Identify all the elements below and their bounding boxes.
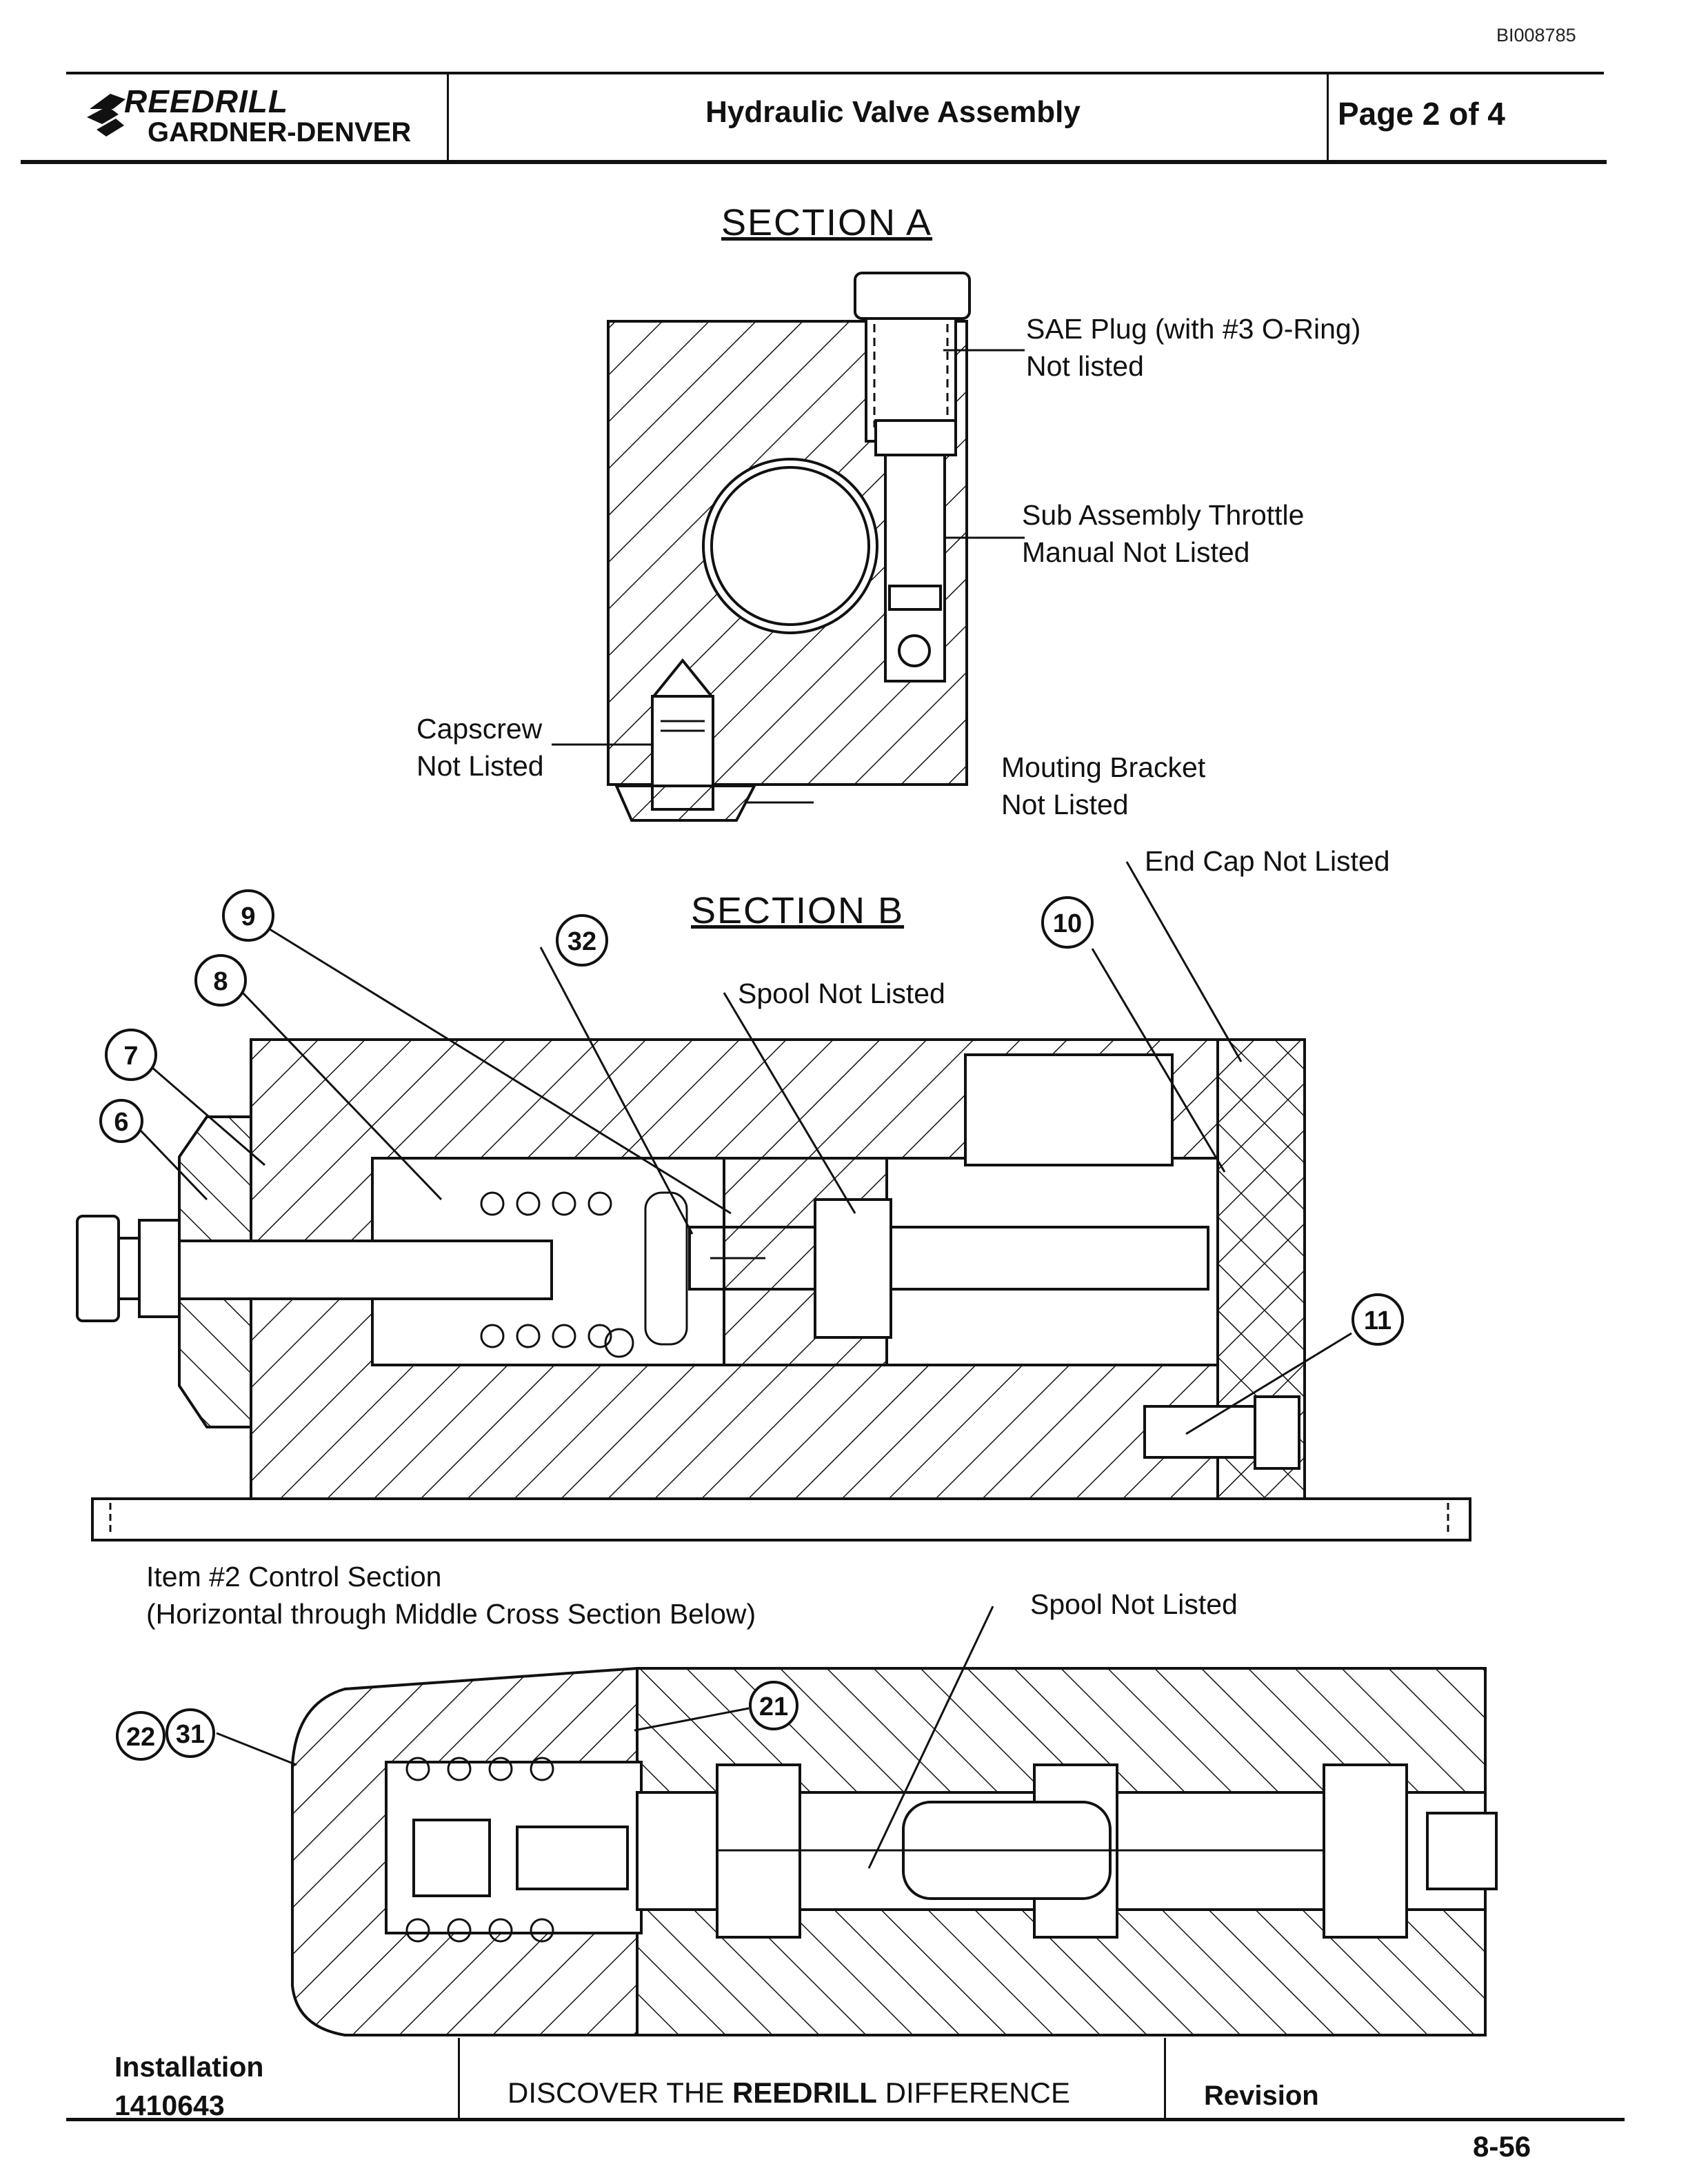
label-throttle: Sub Assembly Throttle Manual Not Listed bbox=[1022, 499, 1305, 568]
slogan-pre: DISCOVER THE bbox=[508, 2076, 732, 2109]
document-title: Hydraulic Valve Assembly bbox=[705, 95, 1081, 129]
control-section-callouts bbox=[116, 1681, 798, 1761]
label-sae-plug: SAE Plug (with #3 O-Ring) Not listed bbox=[1026, 313, 1361, 382]
header-bottom-rule bbox=[21, 160, 1607, 164]
section-b-drawing bbox=[76, 861, 1471, 1541]
footer-revision: Revision bbox=[1204, 2081, 1319, 2111]
callout-8: 8 bbox=[213, 967, 228, 996]
callout-9: 9 bbox=[241, 902, 255, 931]
brand-reedrill: REEDRILL bbox=[124, 83, 288, 119]
section-b-callouts bbox=[99, 889, 1404, 1346]
callout-9-circle bbox=[222, 889, 274, 942]
section-a-title: SECTION A bbox=[721, 202, 933, 243]
page-indicator: Page 2 of 4 bbox=[1338, 96, 1505, 132]
callout-10: 10 bbox=[1053, 909, 1082, 938]
reedrill-logo-icon bbox=[87, 94, 125, 136]
footer-installation: Installation 1410643 bbox=[114, 2048, 263, 2125]
section-b-title: SECTION B bbox=[691, 890, 905, 931]
header-divider-2 bbox=[1327, 73, 1329, 161]
footer-divider-1 bbox=[458, 2038, 460, 2119]
label-spool-b: Spool Not Listed bbox=[738, 978, 945, 1009]
callout-21: 21 bbox=[759, 1692, 788, 1721]
callout-6-circle bbox=[99, 1099, 143, 1143]
section-a-drawing bbox=[552, 272, 1025, 822]
label-capscrew: Capscrew Not Listed bbox=[416, 713, 544, 782]
callout-32-circle bbox=[556, 914, 608, 967]
footer-slogan: DISCOVER THE REEDRILL DIFFERENCE bbox=[508, 2076, 1070, 2110]
installation-number: 1410643 bbox=[114, 2090, 225, 2121]
installation-label: Installation bbox=[114, 2051, 264, 2083]
callout-31-circle bbox=[165, 1708, 215, 1758]
control-section-caption: Item #2 Control Section (Horizontal thro… bbox=[146, 1561, 756, 1630]
label-spool-control: Spool Not Listed bbox=[1030, 1588, 1238, 1620]
slogan-brand: REEDRILL bbox=[732, 2076, 877, 2109]
label-end-cap: End Cap Not Listed bbox=[1145, 845, 1390, 877]
callout-11-circle bbox=[1352, 1293, 1404, 1346]
header-top-rule bbox=[66, 72, 1604, 74]
callout-10-circle bbox=[1041, 896, 1094, 949]
document-id: BI008785 bbox=[1496, 25, 1576, 46]
slogan-post: DIFFERENCE bbox=[876, 2076, 1070, 2109]
callout-7: 7 bbox=[123, 1042, 138, 1071]
control-section-drawing bbox=[216, 1606, 1498, 2036]
brand-gardner-denver: GARDNER-DENVER bbox=[148, 117, 412, 148]
label-mounting-bracket: Mouting Bracket Not Listed bbox=[1001, 751, 1206, 820]
header-divider-1 bbox=[447, 73, 449, 161]
callout-8-circle bbox=[194, 954, 247, 1007]
callout-22: 22 bbox=[126, 1723, 155, 1752]
callout-22-circle bbox=[116, 1711, 165, 1761]
callout-11: 11 bbox=[1364, 1306, 1391, 1335]
footer-rule bbox=[66, 2118, 1625, 2121]
callout-21-circle bbox=[749, 1681, 798, 1730]
callout-7-circle bbox=[105, 1029, 157, 1081]
callout-31: 31 bbox=[176, 1720, 205, 1749]
footer-page-number: 8-56 bbox=[1473, 2130, 1531, 2163]
callout-32: 32 bbox=[567, 927, 596, 956]
footer-divider-2 bbox=[1164, 2038, 1166, 2119]
callout-6: 6 bbox=[114, 1108, 128, 1137]
